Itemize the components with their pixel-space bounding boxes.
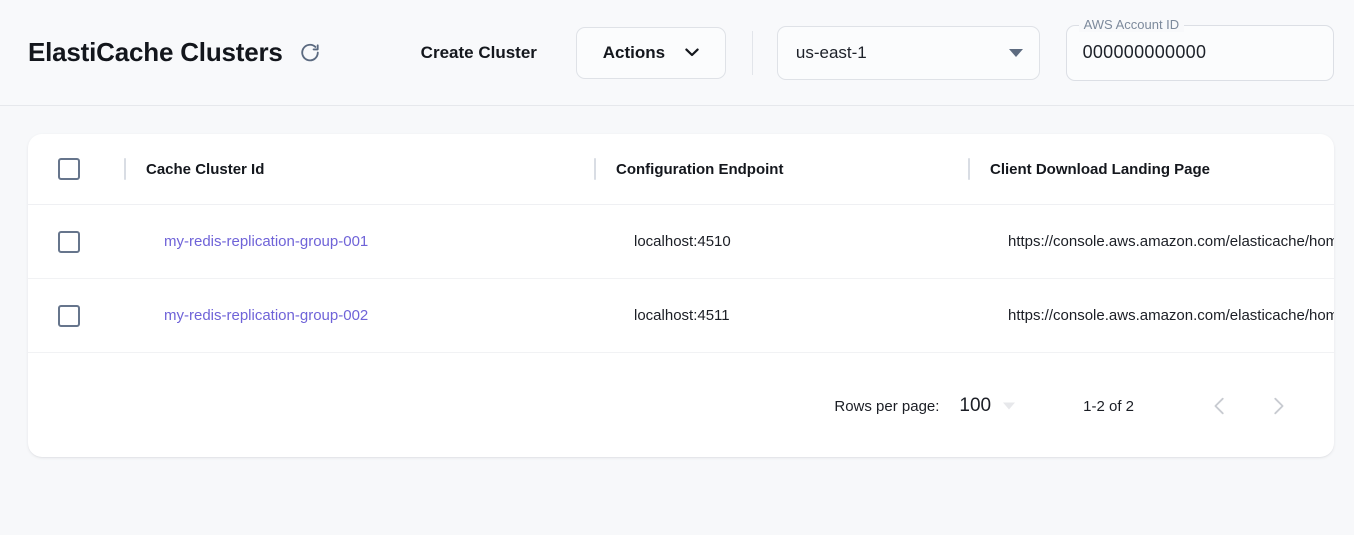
- previous-page-button[interactable]: [1198, 384, 1242, 428]
- column-header-configuration-endpoint[interactable]: Configuration Endpoint: [594, 134, 968, 205]
- page-title: ElastiCache Clusters: [28, 37, 283, 68]
- cluster-id-link[interactable]: my-redis-replication-group-001: [124, 233, 368, 250]
- cell-configuration-endpoint: localhost:4511: [594, 279, 968, 353]
- aws-account-id-field[interactable]: AWS Account ID: [1066, 25, 1334, 81]
- chevron-left-icon: [1209, 395, 1231, 417]
- row-checkbox[interactable]: [58, 305, 80, 327]
- chevron-down-icon: [685, 48, 699, 57]
- clusters-table: Cache Cluster Id Configuration Endpoint …: [28, 134, 1334, 353]
- cell-client-download-landing-page: https://console.aws.amazon.com/elasticac…: [968, 279, 1334, 353]
- column-header-cache-cluster-id[interactable]: Cache Cluster Id: [124, 134, 594, 205]
- create-cluster-button[interactable]: Create Cluster: [415, 35, 543, 71]
- column-divider: [968, 158, 970, 180]
- pagination-range: 1-2 of 2: [1083, 398, 1134, 415]
- select-arrow-icon: [1009, 49, 1023, 57]
- aws-account-id-input[interactable]: [1083, 42, 1317, 63]
- column-header-label: Cache Cluster Id: [146, 161, 264, 178]
- landing-page-value: https://console.aws.amazon.com/elasticac…: [968, 233, 1334, 250]
- column-header-label: Client Download Landing Page: [990, 161, 1210, 178]
- rows-per-page-value: 100: [959, 395, 991, 417]
- cell-configuration-endpoint: localhost:4510: [594, 205, 968, 279]
- refresh-icon[interactable]: [297, 40, 323, 66]
- chevron-down-icon: [1003, 403, 1015, 410]
- landing-page-value: https://console.aws.amazon.com/elasticac…: [968, 307, 1334, 324]
- table-row[interactable]: my-redis-replication-group-002 localhost…: [28, 279, 1334, 353]
- row-select-cell: [28, 279, 124, 353]
- configuration-endpoint-value: localhost:4511: [594, 307, 730, 324]
- select-all-checkbox[interactable]: [58, 158, 80, 180]
- cluster-id-link[interactable]: my-redis-replication-group-002: [124, 307, 368, 324]
- column-header-client-download-landing-page[interactable]: Client Download Landing Page: [968, 134, 1334, 205]
- configuration-endpoint-value: localhost:4510: [594, 233, 731, 250]
- cell-cache-cluster-id: my-redis-replication-group-001: [124, 205, 594, 279]
- row-checkbox[interactable]: [58, 231, 80, 253]
- row-select-cell: [28, 205, 124, 279]
- rows-per-page-label: Rows per page:: [834, 398, 939, 415]
- clusters-table-card: Cache Cluster Id Configuration Endpoint …: [28, 134, 1334, 457]
- column-divider: [124, 158, 126, 180]
- next-page-button[interactable]: [1256, 384, 1300, 428]
- cell-cache-cluster-id: my-redis-replication-group-002: [124, 279, 594, 353]
- page-title-group: ElastiCache Clusters: [28, 37, 323, 68]
- column-header-label: Configuration Endpoint: [616, 161, 783, 178]
- toolbar-divider: [752, 31, 753, 75]
- cell-client-download-landing-page: https://console.aws.amazon.com/elasticac…: [968, 205, 1334, 279]
- table-header-row: Cache Cluster Id Configuration Endpoint …: [28, 134, 1334, 205]
- pagination-bar: Rows per page: 100 1-2 of 2: [28, 353, 1334, 457]
- actions-button-label: Actions: [603, 43, 665, 63]
- actions-button[interactable]: Actions: [576, 27, 726, 79]
- app-header: ElastiCache Clusters Create Cluster Acti…: [0, 0, 1354, 106]
- select-all-header: [28, 134, 124, 205]
- aws-account-id-label: AWS Account ID: [1079, 17, 1185, 32]
- region-select[interactable]: us-east-1: [777, 26, 1040, 80]
- table-body: my-redis-replication-group-001 localhost…: [28, 205, 1334, 353]
- chevron-right-icon: [1267, 395, 1289, 417]
- column-divider: [594, 158, 596, 180]
- table-row[interactable]: my-redis-replication-group-001 localhost…: [28, 205, 1334, 279]
- rows-per-page-select[interactable]: 100: [959, 395, 1019, 417]
- table-header: Cache Cluster Id Configuration Endpoint …: [28, 134, 1334, 205]
- region-select-value: us-east-1: [796, 43, 867, 63]
